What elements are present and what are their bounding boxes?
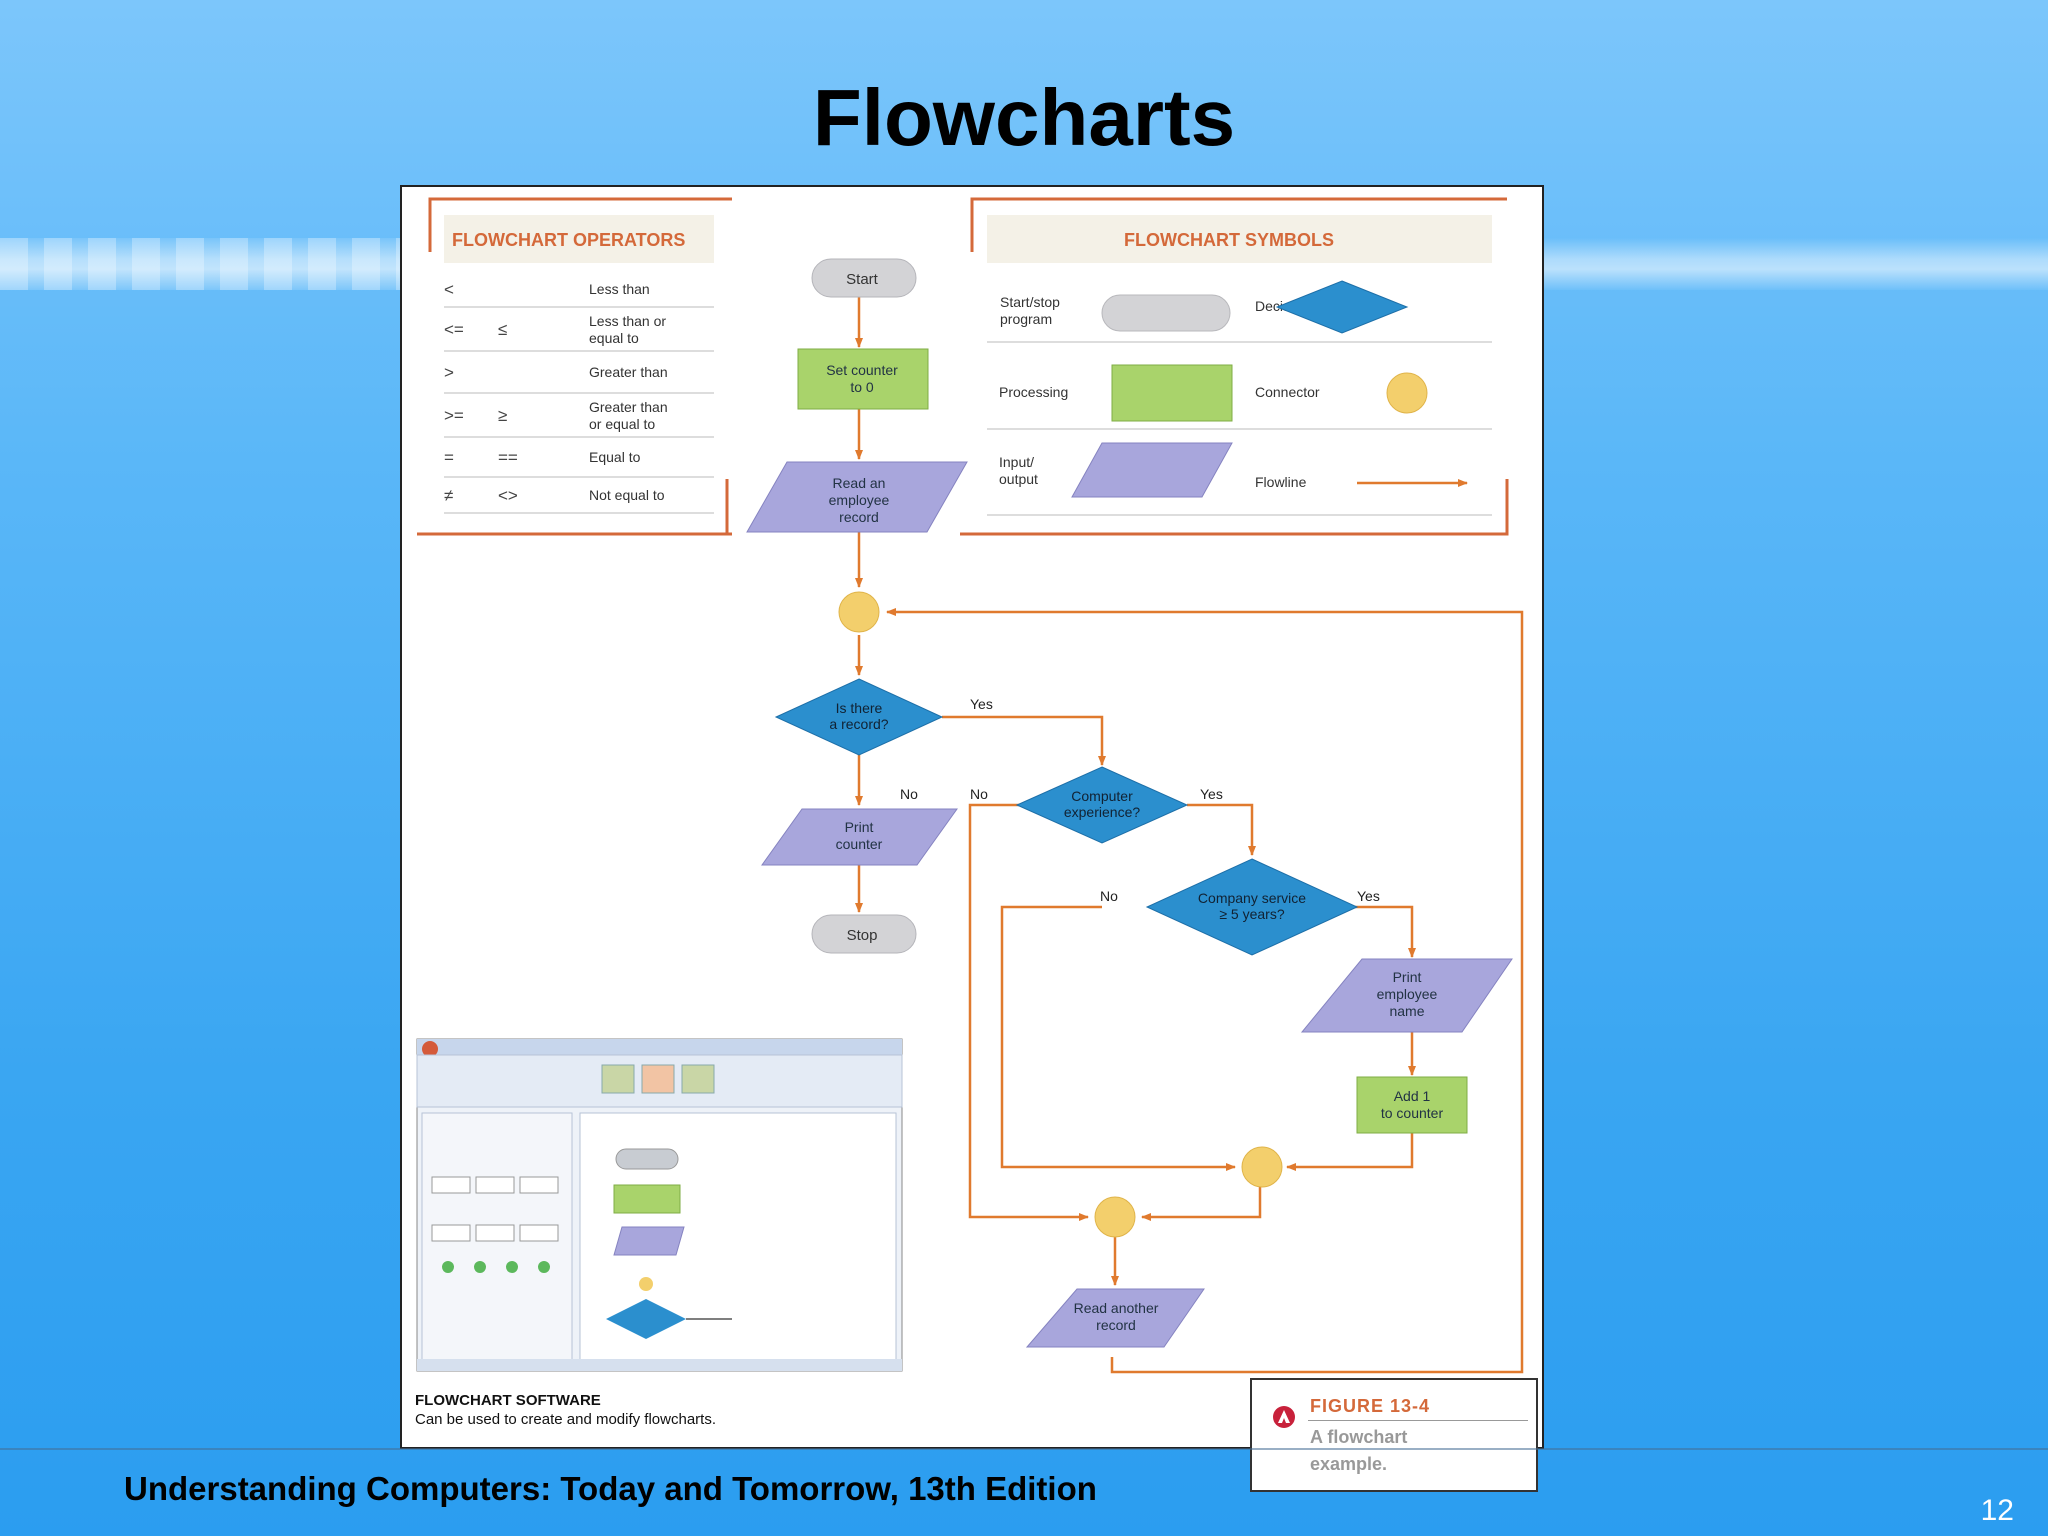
flow-company-service-label: Company service	[1198, 890, 1306, 906]
label-yes-service: Yes	[1357, 888, 1380, 904]
flow-print-name-label: Print	[1393, 969, 1422, 985]
operator-label: Less than or	[589, 313, 666, 329]
flow-stop-label: Stop	[847, 927, 878, 944]
figure-number: FIGURE 13-4	[1310, 1396, 1431, 1416]
symbol-label-io-2: output	[999, 471, 1038, 487]
figure-description-line-2: example.	[1310, 1454, 1388, 1474]
operators-heading: FLOWCHART OPERATORS	[452, 230, 685, 250]
flowchart-figure: FLOWCHART OPERATORS < Less than <= ≤ Less th…	[400, 185, 1544, 1449]
figure-caption: FIGURE 13-4 A flowchart example.	[1250, 1378, 1538, 1492]
symbols-heading: FLOWCHART SYMBOLS	[1124, 230, 1334, 250]
flow-print-name-label-3: name	[1389, 1003, 1424, 1019]
flow-computer-experience-label-2: experience?	[1064, 804, 1140, 820]
io-symbol	[1071, 442, 1233, 498]
flow-company-service-label-2: ≥ 5 years?	[1219, 906, 1284, 922]
processing-symbol	[1111, 364, 1233, 422]
flow-read-another-label-2: record	[1096, 1317, 1136, 1333]
flow-add-one-label-2: to counter	[1381, 1105, 1444, 1121]
flow-print-name: Print employee name	[1300, 958, 1513, 1033]
operator-label: Equal to	[589, 449, 641, 465]
operator-label: Less than	[589, 281, 650, 297]
flowchart-diagram: FLOWCHART OPERATORS < Less than <= ≤ Less th…	[416, 197, 1524, 1374]
flow-read-record-label-3: record	[839, 509, 879, 525]
software-title: FLOWCHART SOFTWARE	[415, 1392, 601, 1409]
symbol-label-processing: Processing	[999, 384, 1068, 400]
operator-symbol-alt: ≥	[498, 406, 507, 425]
figure-description: A flowchart example.	[1310, 1424, 1510, 1478]
flow-read-record: Read an employee record	[746, 461, 968, 533]
label-yes-record: Yes	[970, 696, 993, 712]
symbol-label-io: Input/	[999, 454, 1034, 470]
flow-start: Start	[811, 258, 917, 298]
symbols-heading-bg	[987, 215, 1492, 263]
connector-symbol	[1386, 372, 1428, 414]
operator-symbol: =	[444, 448, 454, 467]
software-screenshot	[416, 1038, 903, 1372]
operator-label: Greater than	[589, 399, 668, 415]
flow-print-counter: Print counter	[761, 808, 958, 866]
operator-symbol-alt: ≤	[498, 320, 507, 339]
symbol-label-start-stop-2: program	[1000, 311, 1052, 327]
operators-panel: FLOWCHART OPERATORS < Less than <= ≤ Less th…	[417, 197, 732, 536]
label-yes-experience: Yes	[1200, 786, 1223, 802]
software-description: Can be used to create and modify flowcha…	[415, 1411, 716, 1428]
flow-read-record-label-2: employee	[829, 492, 890, 508]
flow-start-label: Start	[846, 271, 879, 288]
symbol-label-start-stop: Start/stop	[1000, 294, 1060, 310]
operator-symbol: >	[444, 363, 454, 382]
publisher-logo-icon	[1273, 1406, 1295, 1428]
symbols-panel: FLOWCHART SYMBOLS Start/stop program Dec…	[960, 197, 1509, 536]
flow-print-counter-label: Print	[845, 819, 874, 835]
operator-symbol: <	[444, 280, 454, 299]
operator-label: Greater than	[589, 364, 668, 380]
flow-connector-top	[838, 591, 880, 633]
flow-read-another-label: Read another	[1074, 1300, 1159, 1316]
figure-description-line-1: A flowchart	[1310, 1427, 1408, 1447]
page-number: 12	[1980, 1494, 2014, 1527]
symbol-label-flowline: Flowline	[1255, 474, 1307, 490]
flow-stop: Stop	[811, 914, 917, 954]
operator-symbol-alt: ==	[498, 448, 518, 467]
background-band-stripes	[0, 238, 420, 290]
caption-divider	[1308, 1420, 1528, 1421]
operators-heading-bg	[444, 215, 714, 263]
flow-set-counter: Set counter to 0	[797, 348, 929, 410]
flow-read-another: Read another record	[1025, 1288, 1205, 1348]
flow-is-record-label-2: a record?	[829, 716, 888, 732]
footer-text: Understanding Computers: Today and Tomor…	[124, 1470, 1097, 1507]
footer-divider	[0, 1448, 2048, 1450]
operator-symbol: >=	[444, 406, 464, 425]
flow-computer-experience: Computer experience?	[1015, 766, 1189, 844]
flow-print-counter-label-2: counter	[836, 836, 883, 852]
flow-connector-right	[1241, 1146, 1283, 1188]
flow-add-one-label: Add 1	[1394, 1088, 1431, 1104]
flow-is-record-label: Is there	[836, 700, 883, 716]
flow-computer-experience-label: Computer	[1071, 788, 1133, 804]
operator-label-2: equal to	[589, 330, 639, 346]
flow-company-service: Company service ≥ 5 years?	[1145, 858, 1359, 956]
label-no-experience: No	[970, 786, 988, 802]
operator-symbol: <=	[444, 320, 464, 339]
label-no-service: No	[1100, 888, 1118, 904]
flow-set-counter-label: Set counter	[826, 362, 898, 378]
symbol-label-connector: Connector	[1255, 384, 1320, 400]
operator-symbol-alt: <>	[498, 486, 518, 505]
flow-print-name-label-2: employee	[1377, 986, 1438, 1002]
slide-title: Flowcharts	[812, 73, 1236, 162]
flow-set-counter-label-2: to 0	[850, 379, 874, 395]
flow-read-record-label: Read an	[833, 475, 886, 491]
flow-add-one: Add 1 to counter	[1356, 1076, 1468, 1134]
flow-is-record: Is there a record?	[774, 678, 944, 756]
label-no-record: No	[900, 786, 918, 802]
flow-lines	[855, 297, 1524, 1374]
operator-label-2: or equal to	[589, 416, 655, 432]
terminal-symbol	[1101, 294, 1231, 332]
operator-symbol: ≠	[444, 486, 453, 505]
flow-connector-bottom	[1094, 1196, 1136, 1238]
operator-label: Not equal to	[589, 487, 665, 503]
decision-symbol	[1275, 280, 1409, 334]
